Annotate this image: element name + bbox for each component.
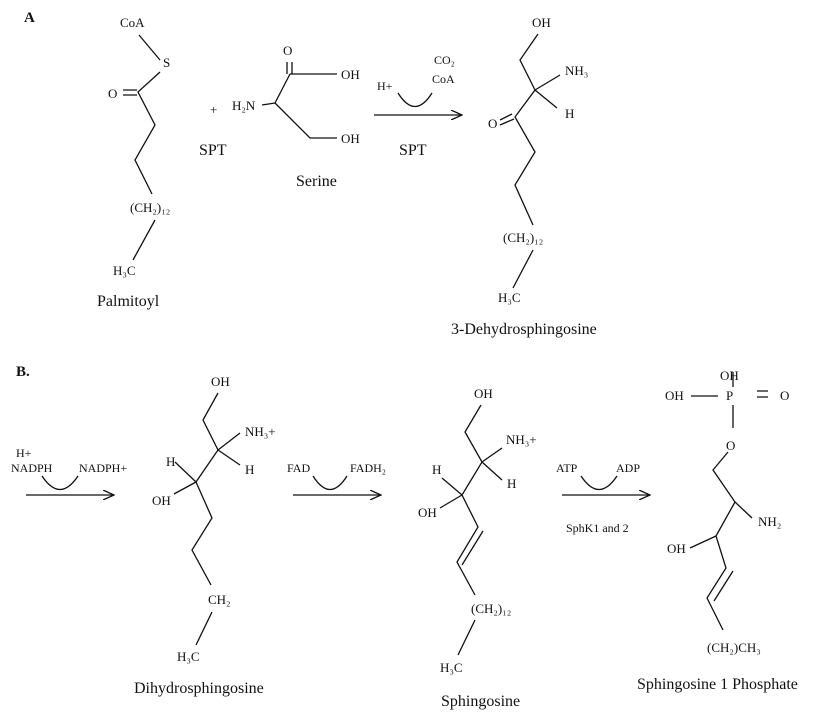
h-plus-label-b: H+ <box>16 446 32 460</box>
panel-b-label: B. <box>16 364 30 380</box>
serine-acid-oh-label: OH <box>341 67 360 82</box>
sphingosine-h3c-label: H₃C <box>440 660 463 675</box>
serine-name: Serine <box>296 173 337 190</box>
carbonyl-oxygen-label: O <box>108 86 117 101</box>
sulfur-label: S <box>163 55 170 70</box>
dihydrosphingosine-structure: OH NH₃+ H H OH CH₂ H₃C <box>152 374 276 664</box>
sphingosine-oh-top-label: OH <box>474 386 493 401</box>
spt-label-left: SPT <box>199 142 227 159</box>
s1p-nh2-label: NH₂ <box>758 514 781 529</box>
dehydrosphingosine-structure: OH NH₃ H O (CH₂)₁₂ H₃C <box>488 15 588 305</box>
s1p-oh-label: OH <box>667 541 686 556</box>
coa-released-label: CoA <box>432 72 455 86</box>
atp-label: ATP <box>556 461 578 475</box>
dehydro-o-label: O <box>488 116 497 131</box>
s1p-structure: OH OH P O O NH₂ OH (CH₂)CH₃ <box>665 368 789 655</box>
palmitoyl-structure: CoA S O (CH₂)₁₂ H₃C <box>108 15 170 278</box>
dihydro-oh-top-label: OH <box>211 374 230 389</box>
dihydro-h-left-label: H <box>166 454 175 469</box>
s1p-o-eq-label: O <box>780 388 789 403</box>
dehydro-oh-label: OH <box>532 15 551 30</box>
dehydro-h3c-label: H₃C <box>498 290 521 305</box>
dihydro-nh3-label: NH₃+ <box>245 424 276 439</box>
spt-enzyme-label: SPT <box>399 142 427 159</box>
panel-a-label: A <box>24 10 35 26</box>
nadph-plus-label: NADPH+ <box>79 461 127 475</box>
sphk-enzyme-label: SphK1 and 2 <box>566 521 629 535</box>
reaction-a: H+ CO₂ CoA SPT <box>374 53 462 159</box>
dehydrosphingosine-name: 3-Dehydrosphingosine <box>451 321 597 338</box>
fadh2-label: FADH₂ <box>350 461 386 475</box>
sphingosine-oh-label: OH <box>418 505 437 520</box>
s1p-oh-top-label: OH <box>720 368 739 383</box>
palmitoyl-name: Palmitoyl <box>97 293 160 310</box>
dehydro-ch2-label: (CH₂)₁₂ <box>503 230 543 245</box>
adp-label: ADP <box>616 461 640 475</box>
reaction-3: ATP ADP SphK1 and 2 <box>556 461 650 535</box>
dihydro-h3c-label: H₃C <box>177 649 200 664</box>
sphingosine-ch2-label: (CH₂)₁₂ <box>471 601 511 616</box>
sphingosine-structure: OH NH₃+ H H OH (CH₂)₁₂ H₃C <box>418 386 537 675</box>
nadph-label: NADPH <box>11 461 53 475</box>
serine-oxygen-label: O <box>283 43 292 58</box>
dihydro-h-right-label: H <box>245 462 254 477</box>
s1p-tail-label: (CH₂)CH₃ <box>707 640 761 655</box>
reaction-2: FAD FADH₂ <box>287 461 386 495</box>
co2-label: CO₂ <box>434 53 455 67</box>
dihydrosphingosine-name: Dihydrosphingosine <box>134 680 264 697</box>
s1p-o-link-label: O <box>726 438 735 453</box>
sphingosine-h-left-label: H <box>432 462 441 477</box>
s1p-phosphorus-label: P <box>726 388 733 403</box>
sphingosine-name: Sphingosine <box>441 693 520 710</box>
serine-structure: O OH H₂N OH <box>232 43 360 146</box>
sphingosine-h-right-label: H <box>507 476 516 491</box>
h-plus-label: H+ <box>377 79 393 93</box>
dehydro-nh3-label: NH₃ <box>565 63 588 78</box>
dihydro-oh-label: OH <box>152 493 171 508</box>
s1p-name: Sphingosine 1 Phosphate <box>637 676 798 693</box>
dehydro-h-label: H <box>565 106 574 121</box>
coa-label: CoA <box>120 15 145 30</box>
dihydro-ch2-label: CH₂ <box>208 592 231 607</box>
ch2-repeat-label: (CH₂)₁₂ <box>130 200 170 215</box>
reaction-1: H+ NADPH NADPH+ <box>11 446 127 495</box>
plus-sign: + <box>210 102 217 117</box>
serine-h2n-label: H₂N <box>232 98 256 113</box>
sphingosine-nh3-label: NH₃+ <box>506 432 537 447</box>
h3c-label: H₃C <box>113 263 136 278</box>
serine-oh-label: OH <box>341 131 360 146</box>
fad-label: FAD <box>287 461 310 475</box>
s1p-oh-left-label: OH <box>665 388 684 403</box>
